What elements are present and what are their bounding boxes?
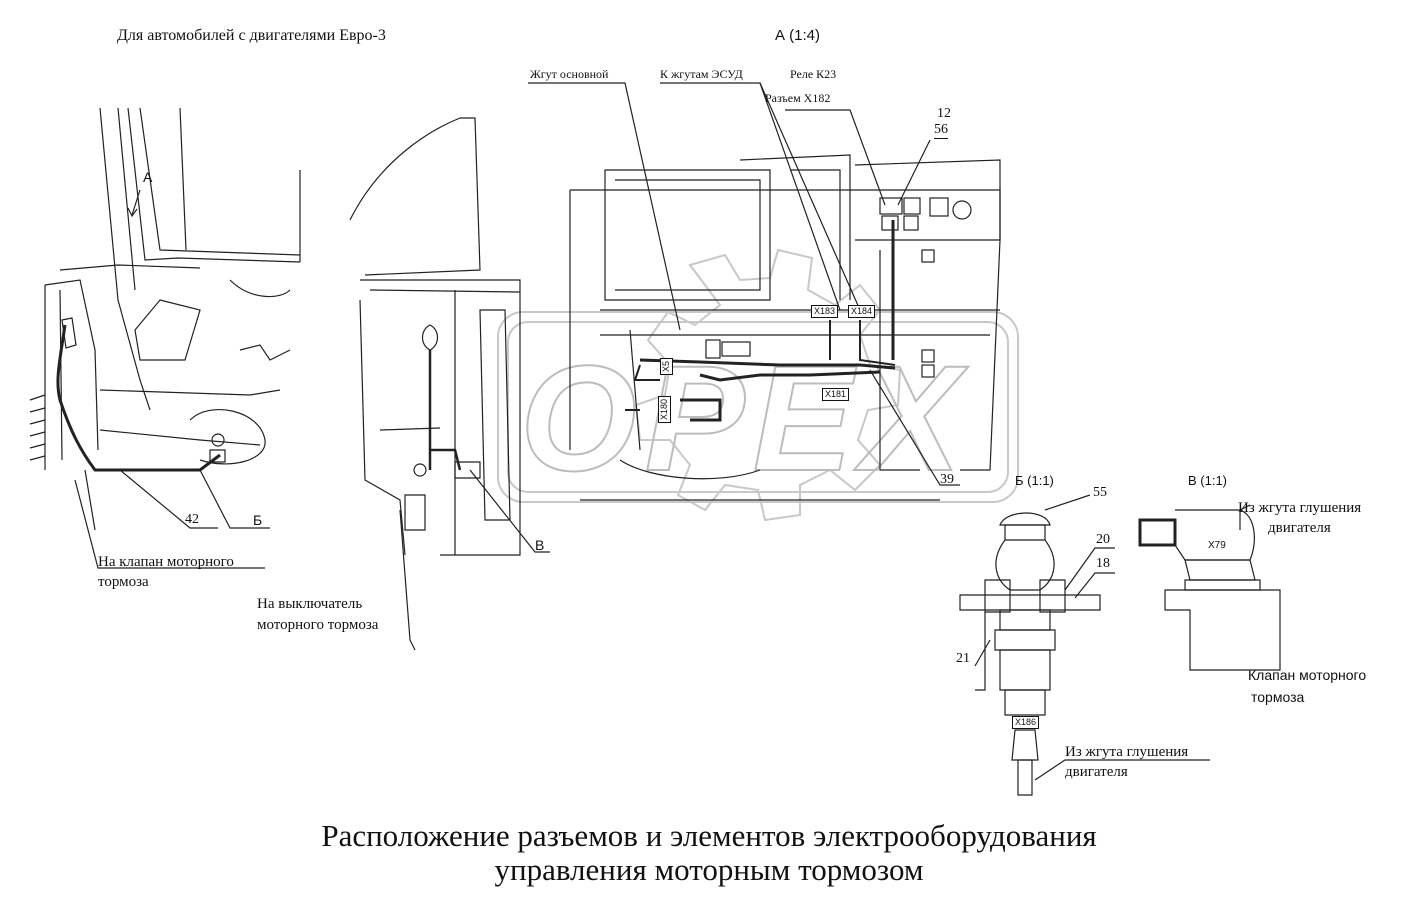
callout-brake-valve-1: На клапан моторного (98, 554, 234, 570)
callout-from-harness-b-2: двигателя (1065, 764, 1128, 780)
middle-cab-view (349, 117, 550, 651)
pos-20: 20 (1096, 532, 1110, 547)
callout-harness-main: Жгут основной (530, 67, 609, 81)
connector-x184: X184 (848, 305, 876, 318)
pos-56: 56 (934, 122, 948, 139)
pos-18: 18 (1096, 556, 1110, 571)
connector-x186: X186 (1012, 716, 1040, 729)
callout-to-esud: К жгутам ЭСУД (660, 67, 743, 81)
callout-relay: Реле К23 (790, 67, 837, 81)
connector-x180: X180 (658, 396, 671, 424)
title-line-1: Расположение разъемов и элементов электр… (321, 818, 1097, 853)
callout-from-harness-v-1: Из жгута глушения (1238, 500, 1362, 516)
note-euro3: Для автомобилей с двигателями Евро-3 (117, 27, 386, 44)
callout-switch-2: моторного тормоза (257, 617, 379, 633)
svg-text:OPEX: OPEX (520, 334, 969, 502)
connector-x181: X181 (822, 388, 850, 401)
mark-v: В (535, 537, 545, 553)
title-line-2: управления моторным тормозом (494, 852, 924, 887)
pos-42: 42 (185, 512, 199, 527)
callout-valve-2: тормоза (1251, 689, 1305, 705)
callout-switch-1: На выключатель (257, 596, 363, 612)
view-v-valve (1138, 504, 1281, 671)
callout-from-harness-b-1: Из жгута глушения (1065, 744, 1189, 760)
callout-brake-valve-2: тормоза (98, 574, 149, 590)
callout-from-harness-v-2: двигателя (1268, 520, 1331, 536)
arrow-a-label: А (143, 169, 153, 185)
pos-12: 12 (937, 106, 951, 121)
connector-x183: X183 (811, 305, 839, 318)
view-a-panel (528, 82, 1001, 501)
pos-21: 21 (956, 651, 970, 666)
view-a-label: А (1:4) (775, 27, 821, 44)
connector-x79: X79 (1208, 540, 1226, 551)
view-v-label: В (1:1) (1188, 473, 1228, 488)
pos-39: 39 (940, 472, 954, 487)
callout-connector-x182: Разъем Х182 (765, 91, 831, 105)
view-b-label: Б (1:1) (1015, 473, 1054, 488)
connector-x5: X5 (660, 358, 673, 376)
mark-b: Б (253, 512, 263, 528)
callout-valve-1: Клапан моторного (1248, 667, 1367, 683)
view-b-switch (959, 494, 1210, 796)
watermark: OPEX (497, 248, 1019, 522)
left-cab-view (29, 107, 301, 569)
pos-55: 55 (1093, 485, 1107, 500)
